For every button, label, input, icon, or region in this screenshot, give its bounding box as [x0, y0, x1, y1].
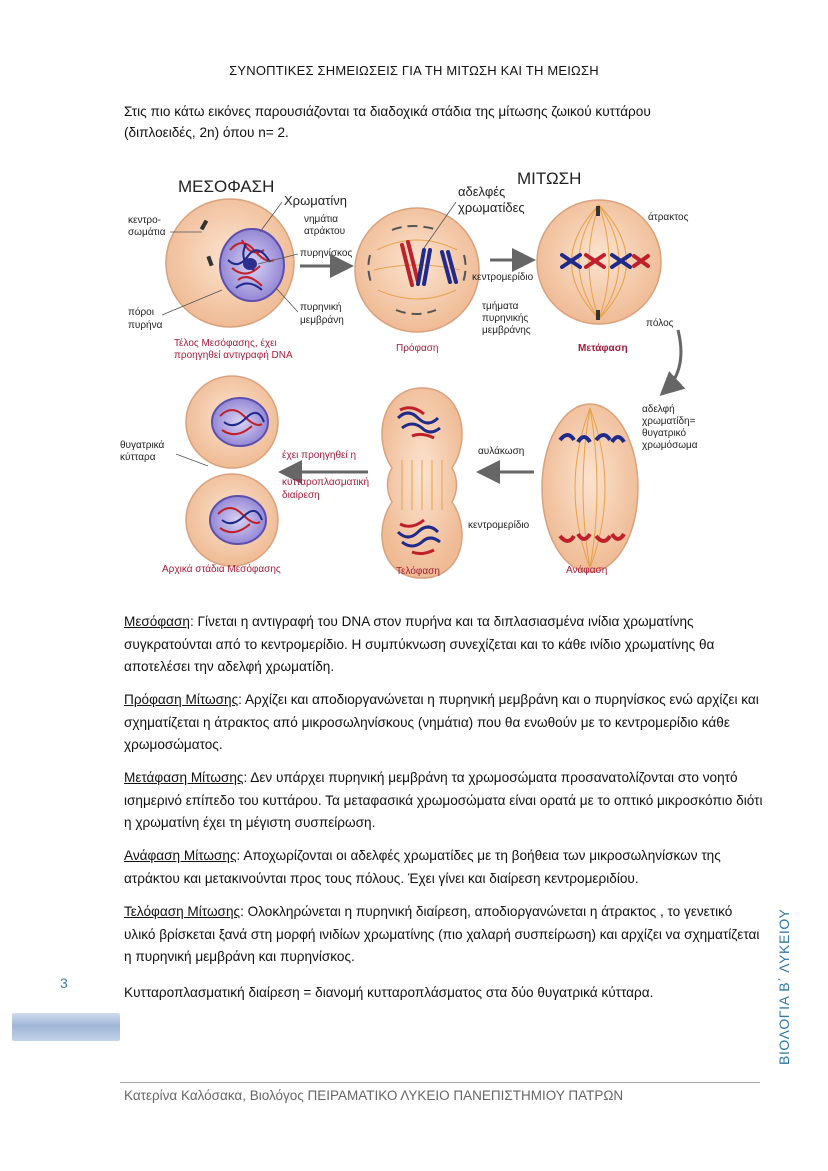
- label-fragments-2: πυρηνικής: [482, 312, 528, 324]
- paragraph-text: Κυτταροπλασματική διαίρεση = διανομή κυτ…: [124, 985, 654, 1000]
- label-centrosomes-1: κεντρο-: [128, 215, 161, 226]
- side-label: ΒΙΟΛΟΓΙΑ Β΄ ΛΥΚΕΙΟΥ: [776, 908, 792, 1065]
- label-cytokinesis-3: διαίρεση: [282, 489, 320, 501]
- term-metaphase: Μετάφαση Μίτωσης: [124, 770, 244, 785]
- label-daughter-chrom-3: θυγατρικό: [642, 427, 687, 439]
- label-centromere: κεντρομερίδιο: [472, 271, 534, 283]
- pointer-line: [423, 201, 457, 249]
- pointer-line: [175, 453, 209, 467]
- paragraph-interphase: Μεσόφαση: Γίνεται η αντιγραφή του DNA στ…: [124, 611, 764, 679]
- intro-paragraph: Στις πιο κάτω εικόνες παρουσιάζονται τα …: [124, 101, 744, 143]
- paragraph-telophase: Τελόφαση Μίτωσης: Ολοκληρώνεται η πυρηνι…: [124, 901, 764, 969]
- caption-prophase: Πρόφαση: [396, 342, 438, 354]
- pointer-line: [161, 289, 223, 316]
- label-centromere-2: κεντρομερίδιο: [468, 519, 530, 531]
- caption-interphase-end-2: προηγηθεί αντιγραφή DNA: [174, 349, 293, 361]
- paragraph-text: : Αρχίζει και αποδιοργανώνεται η πυρηνικ…: [124, 692, 759, 752]
- term-interphase: Μεσόφαση: [124, 614, 190, 629]
- daughter-cell-top: [185, 375, 279, 469]
- page-title: ΣΥΝΟΠΤΙΚΕΣ ΣΗΜΕΙΩΣΕΙΣ ΓΙΑ ΤΗ ΜΙΤΩΣΗ ΚΑΙ …: [229, 63, 599, 78]
- heading-mitosis: ΜΙΤΩΣΗ: [517, 169, 581, 188]
- paragraph-metaphase: Μετάφαση Μίτωσης: Δεν υπάρχει πυρηνική μ…: [124, 767, 764, 835]
- label-fragments-1: τμήματα: [482, 300, 519, 312]
- intro-line-2: (διπλοειδές, 2n) όπου n= 2.: [124, 125, 289, 140]
- heading-interphase: ΜΕΣΟΦΑΣΗ: [178, 177, 274, 196]
- caption-interphase-end-1: Τέλος Μεσόφασης, έχει: [174, 337, 277, 349]
- daughter-cell-bottom: [185, 473, 279, 567]
- intro-line-1: Στις πιο κάτω εικόνες παρουσιάζονται τα …: [124, 104, 651, 119]
- term-prophase: Πρόφαση Μίτωσης: [124, 692, 239, 707]
- label-pores-1: πόροι: [128, 306, 154, 318]
- prophase-cell: [354, 207, 480, 333]
- footer-divider: [120, 1082, 760, 1083]
- caption-metaphase: Μετάφαση: [578, 343, 628, 354]
- paragraph-prophase: Πρόφαση Μίτωσης: Αρχίζει και αποδιοργανώ…: [124, 689, 764, 757]
- label-fragments-3: μεμβράνης: [482, 324, 531, 336]
- anaphase-cell: [541, 403, 639, 573]
- pointer-line: [275, 287, 299, 313]
- page-decoration: [12, 1013, 120, 1041]
- caption-anaphase: Ανάφαση: [566, 564, 607, 576]
- label-daughter-chrom-2: χρωματίδη=: [642, 415, 696, 427]
- label-spindle-1: νημάτια: [304, 213, 338, 225]
- label-spindle: άτρακτος: [648, 211, 689, 223]
- label-chromatin: Χρωματίνη: [284, 193, 347, 208]
- paragraph-text: : Δεν υπάρχει πυρηνική μεμβράνη τα χρωμο…: [124, 770, 763, 830]
- page-number: 3: [60, 975, 68, 991]
- telophase-cell: [381, 387, 463, 579]
- label-cytokinesis-2: κυτταροπλασματική: [282, 476, 369, 488]
- label-daughter-chrom-1: αδελφή: [642, 403, 675, 415]
- label-furrow: αυλάκωση: [478, 445, 524, 457]
- paragraph-cytokinesis: Κυτταροπλασματική διαίρεση = διανομή κυτ…: [124, 982, 764, 1005]
- label-cytokinesis-1: έχει προηγηθεί η: [282, 449, 356, 461]
- caption-telophase: Τελόφαση: [396, 565, 440, 577]
- label-centrosomes-2: σωμάτια: [128, 226, 166, 238]
- caption-early-interphase: Αρχικά στάδια Μεσόφασης: [162, 563, 281, 575]
- mitosis-figure: ΜΕΣΟΦΑΣΗ ΜΙΤΩΣΗ κεντρο- σωμάτια Χρωματίν…: [120, 169, 698, 579]
- label-daughter-cells-1: θυγατρικά: [120, 439, 165, 451]
- arrow-to-anaphase: [659, 329, 686, 397]
- interphase-cell: [165, 198, 295, 328]
- term-telophase: Τελόφαση Μίτωσης: [124, 904, 241, 919]
- paragraph-text: : Αποχωρίζονται οι αδελφές χρωματίδες με…: [124, 848, 721, 886]
- label-sister-2: χρωματίδες: [458, 200, 525, 215]
- pointer-line: [259, 201, 283, 233]
- term-anaphase: Ανάφαση Μίτωσης: [124, 848, 237, 863]
- label-membrane-1: πυρηνική: [300, 301, 341, 313]
- label-sister-1: αδελφές: [458, 184, 505, 199]
- paragraph-anaphase: Ανάφαση Μίτωσης: Αποχωρίζονται οι αδελφέ…: [124, 845, 764, 890]
- label-daughter-chrom-4: χρωμόσωμα: [642, 439, 698, 451]
- label-membrane-2: μεμβράνη: [300, 314, 344, 326]
- label-daughter-cells-2: κύτταρα: [120, 451, 156, 463]
- paragraph-text: : Ολοκληρώνεται η πυρηνική διαίρεση, απο…: [124, 904, 760, 964]
- label-spindle-2: ατράκτου: [304, 225, 345, 237]
- footer-text: Κατερίνα Καλόσακα, Βιολόγος ΠΕΙΡΑΜΑΤΙΚΟ …: [124, 1088, 624, 1103]
- pointer-line: [257, 253, 299, 265]
- metaphase-cell: [536, 199, 662, 325]
- label-pores-2: πυρήνα: [128, 319, 163, 331]
- label-nucleolus: πυρηνίσκος: [300, 247, 352, 259]
- paragraph-text: : Γίνεται η αντιγραφή του DNA στον πυρήν…: [124, 614, 715, 674]
- label-pole: πόλος: [646, 317, 674, 329]
